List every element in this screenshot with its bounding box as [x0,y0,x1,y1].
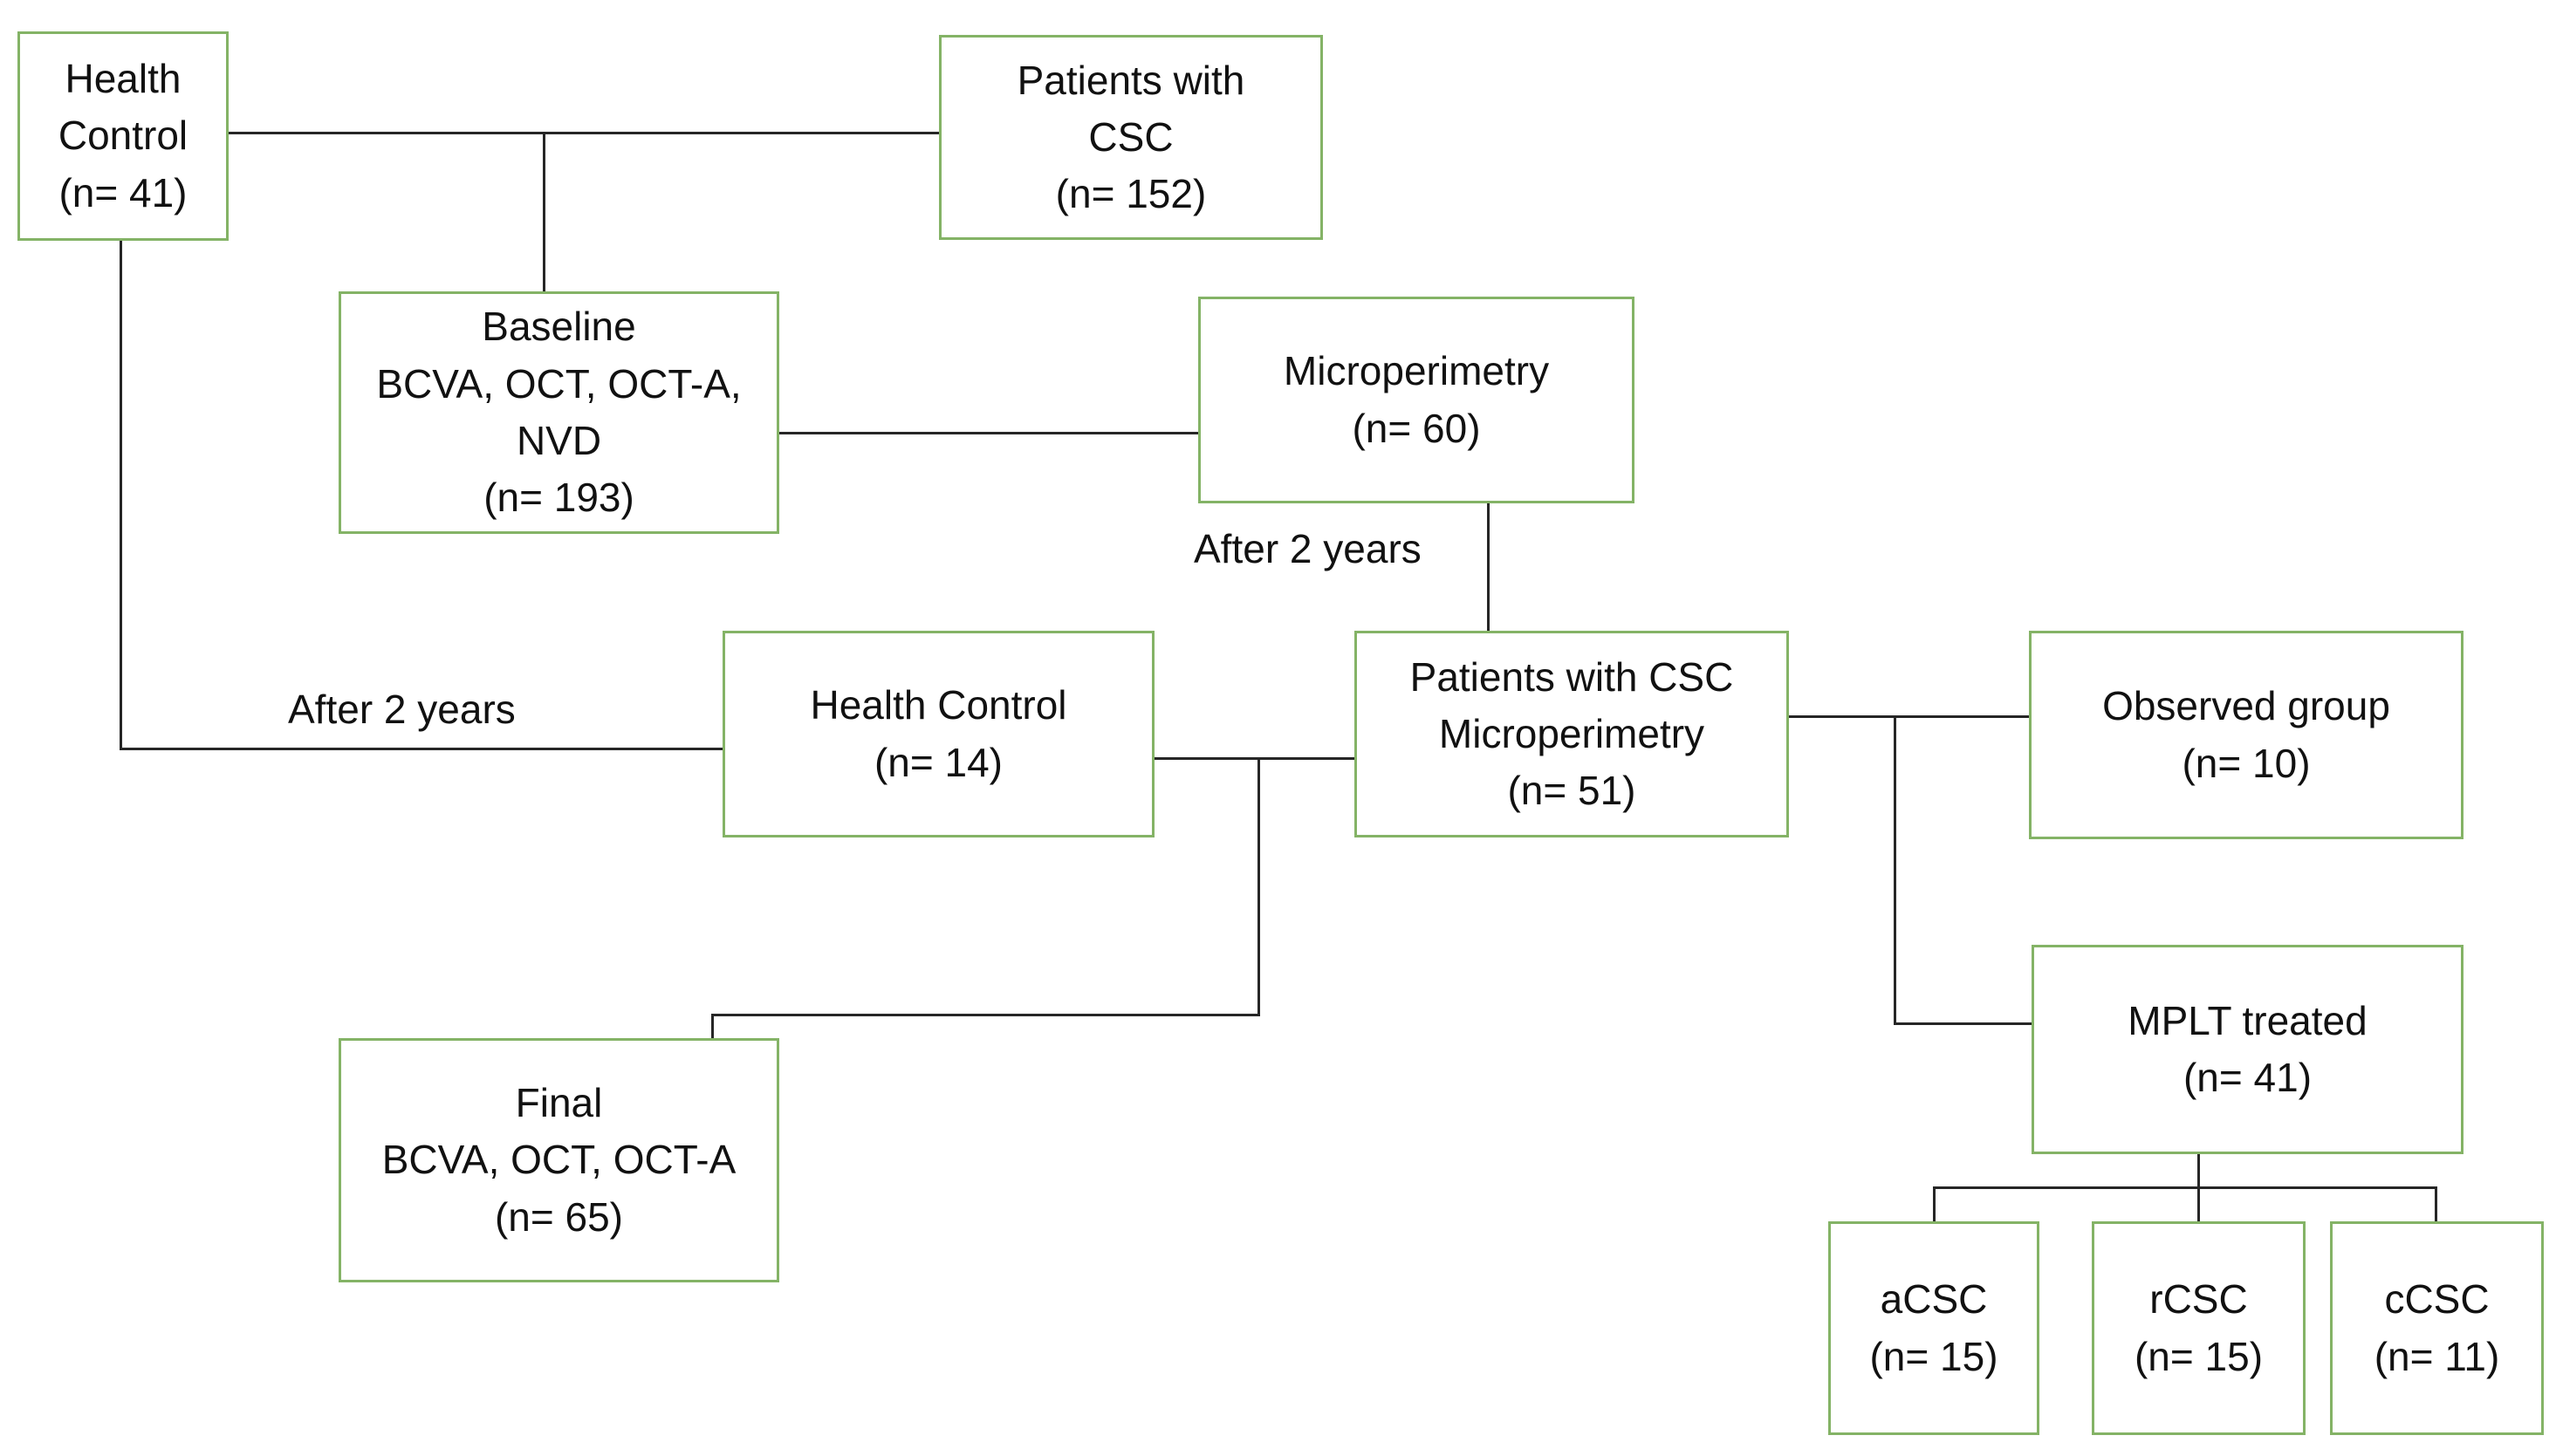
flow-box-acsc: aCSC (n= 15) [1828,1221,2039,1435]
connector-hc14-to-pwcscmicro [1155,757,1354,760]
connector-branch-down-to-mplt [1894,715,1896,1025]
connector-subtype-horizontal [1933,1186,2437,1189]
connector-mid-left-to-final [711,1014,1260,1016]
connector-hc41-to-pwcsc [229,132,939,134]
connector-mid-down-from-hc14-line [1257,757,1260,1016]
flow-box-observed-group: Observed group (n= 10) [2029,631,2463,839]
connector-down-into-ccsc [2435,1186,2437,1221]
flow-box-health-control-followup: Health Control (n= 14) [723,631,1155,837]
connector-pwcscmicro-to-observed [1789,715,2029,718]
edge-label-after-2-years-left: After 2 years [288,687,516,732]
connector-down-into-final [711,1014,714,1038]
flow-box-health-control-baseline: Health Control (n= 41) [17,31,229,241]
connector-down-to-baseline [543,132,545,291]
connector-microperimetry-down [1487,503,1490,631]
flow-box-patients-with-csc: Patients with CSC (n= 152) [939,35,1323,240]
connector-baseline-to-microperimetry [779,432,1198,434]
flow-box-mplt-treated: MPLT treated (n= 41) [2032,945,2463,1154]
edge-label-after-2-years-center: After 2 years [1194,526,1422,571]
connector-branch-into-mplt [1894,1022,2032,1025]
flow-box-final-exams: Final BCVA, OCT, OCT-A (n= 65) [339,1038,779,1282]
flow-box-rcsc: rCSC (n= 15) [2092,1221,2306,1435]
flow-box-microperimetry: Microperimetry (n= 60) [1198,297,1634,503]
connector-hc41-down [120,241,122,750]
connector-down-into-acsc [1933,1186,1936,1221]
connector-left-to-hc14 [120,748,723,750]
flow-box-baseline-exams: Baseline BCVA, OCT, OCT-A, NVD (n= 193) [339,291,779,534]
flow-box-patients-csc-microperimetry: Patients with CSC Microperimetry (n= 51) [1354,631,1789,837]
flow-box-ccsc: cCSC (n= 11) [2330,1221,2544,1435]
